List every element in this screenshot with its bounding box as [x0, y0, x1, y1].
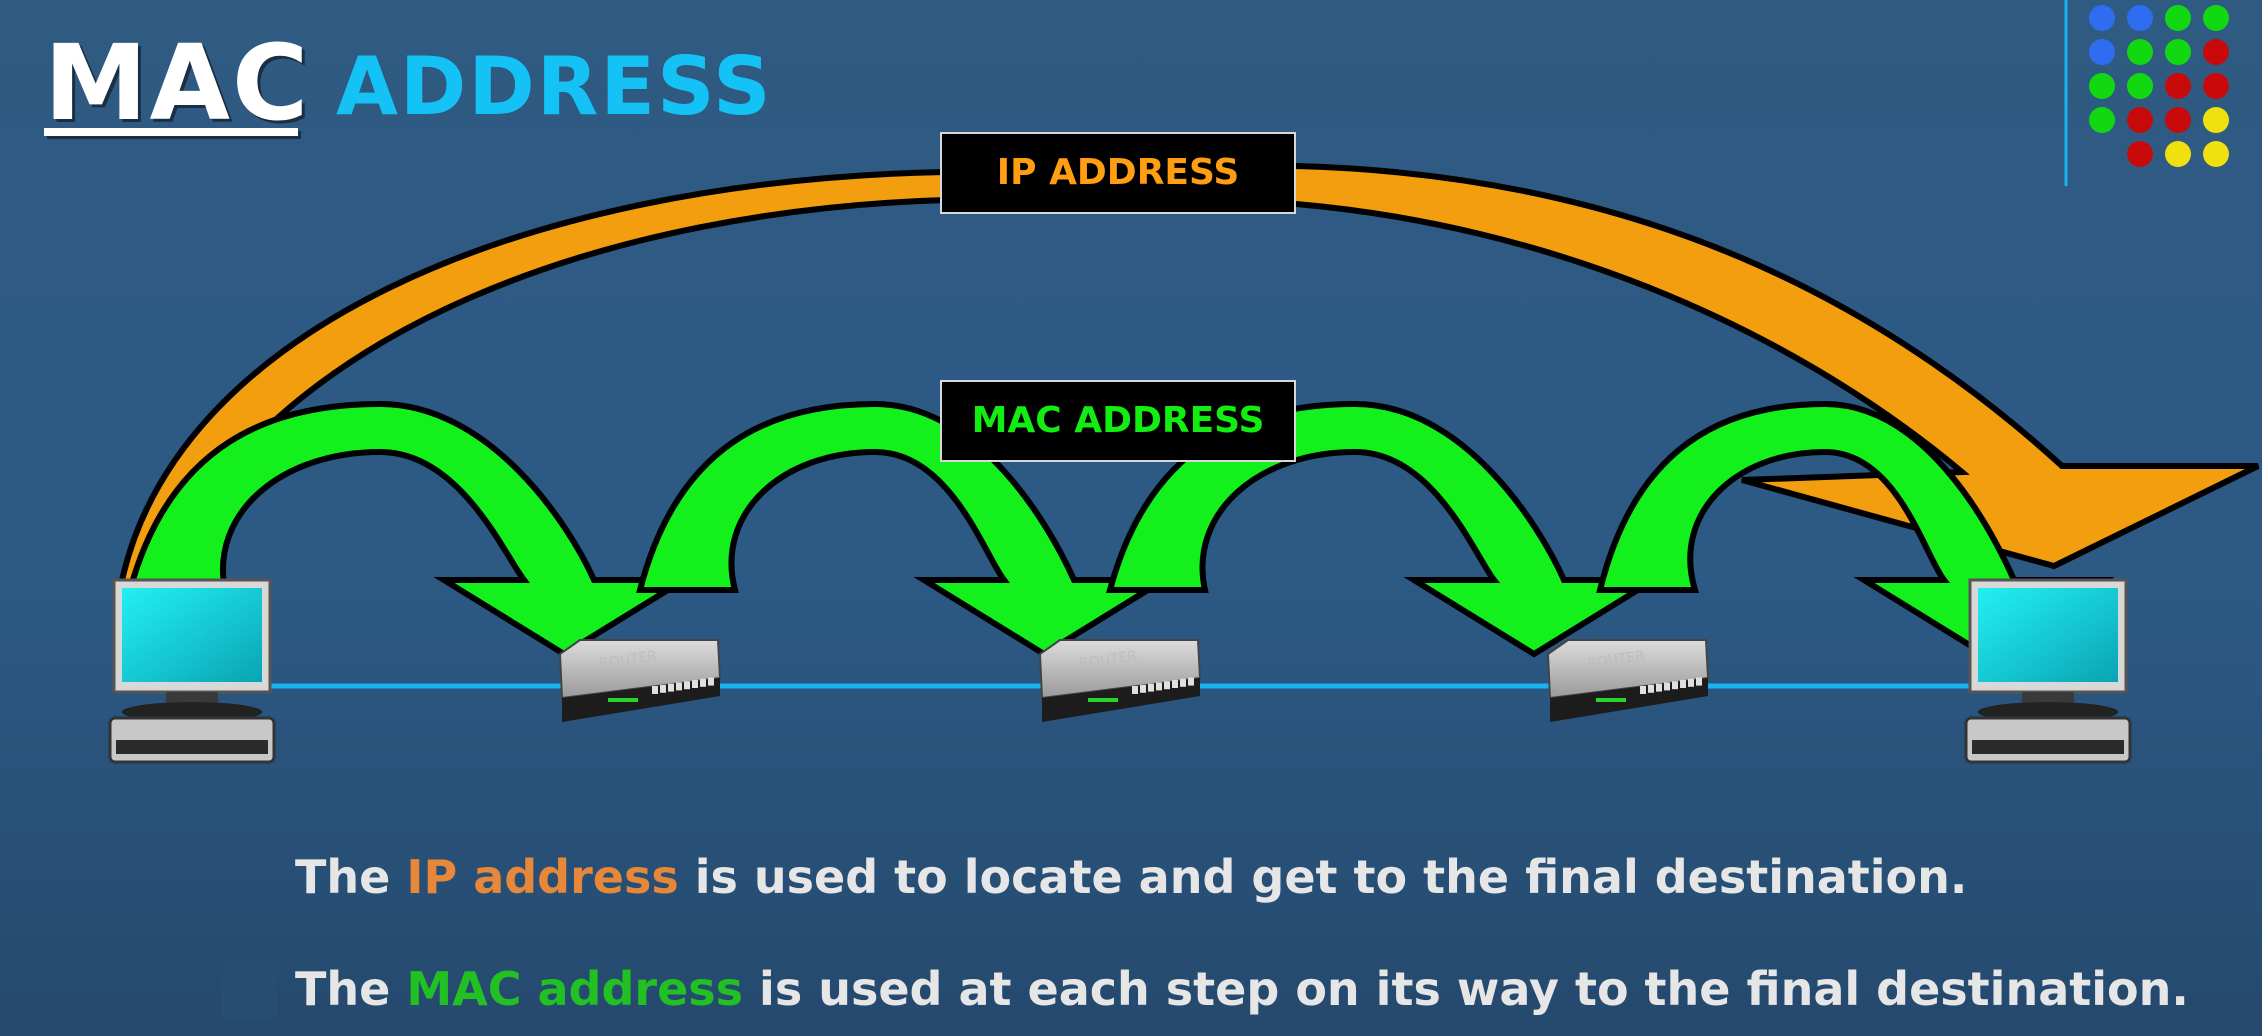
router-port [660, 684, 666, 693]
router-led [1088, 698, 1118, 702]
caption-ip-suffix: is used to locate and get to the final d… [678, 850, 1968, 904]
router-port [684, 681, 690, 690]
corner-dot [2089, 107, 2115, 133]
router-port [692, 680, 698, 688]
mac-address-label: MAC ADDRESS [940, 380, 1296, 462]
router-port [1664, 682, 1670, 691]
corner-dot [2127, 141, 2153, 167]
router-port [1132, 686, 1138, 694]
caption-ip-highlight: IP address [406, 850, 679, 904]
corner-dot [2203, 107, 2229, 133]
corner-dot [2203, 5, 2229, 31]
source-computer [108, 578, 276, 764]
router-icon: ROUTER [558, 639, 722, 722]
corner-dot [2127, 73, 2153, 99]
title-underline [44, 128, 298, 136]
router-port [1156, 682, 1162, 691]
corner-dot [2127, 107, 2153, 133]
router-icon: ROUTER [1546, 639, 1710, 722]
router-port [1696, 677, 1702, 686]
router-port [668, 683, 674, 692]
corner-dot [2089, 5, 2115, 31]
router-port [1148, 683, 1154, 692]
router-port [1648, 684, 1654, 693]
corner-dot [2165, 39, 2191, 65]
router-port [1640, 686, 1646, 694]
router-port [1164, 681, 1170, 690]
caption-ip-prefix: The [295, 850, 407, 904]
mac-hop-arrow [636, 400, 1175, 658]
corner-dot [2203, 39, 2229, 65]
ip-arrow [116, 162, 2260, 593]
router-port [1140, 684, 1146, 693]
router-port [1688, 678, 1694, 687]
corner-dot [2127, 39, 2153, 65]
router-body [1546, 639, 1710, 700]
router-body [558, 639, 722, 700]
router-port [676, 682, 682, 691]
corner-dot [2165, 141, 2191, 167]
router-port [652, 686, 658, 694]
router-port [1672, 681, 1678, 690]
routers: ROUTER ROUTER ROUTER [558, 639, 1710, 722]
corner-dot [2203, 73, 2229, 99]
destination-computer [1964, 578, 2132, 764]
corner-dot [2089, 39, 2115, 65]
mac-hop-arrow [126, 400, 695, 658]
router-port [708, 677, 714, 686]
page-subtitle: ADDRESS [336, 40, 773, 133]
corner-dot [2165, 73, 2191, 99]
router-led [1596, 698, 1626, 702]
router-port [1188, 677, 1194, 686]
router-icon: ROUTER [1038, 639, 1202, 722]
router-led [608, 698, 638, 702]
router-port [1172, 680, 1178, 688]
caption-ip: The IP address is used to locate and get… [295, 850, 1967, 908]
router-body [1038, 639, 1202, 700]
ip-address-label: IP ADDRESS [940, 132, 1296, 214]
caption-mac-suffix: is used at each step on its way to the f… [743, 962, 2189, 1016]
router-port [700, 678, 706, 687]
corner-dot [2089, 73, 2115, 99]
router-port [1180, 678, 1186, 687]
caption-mac-prefix: The [295, 962, 407, 1016]
corner-dot-grid [2089, 5, 2229, 167]
faded-icon [222, 962, 278, 1018]
router-port [1656, 683, 1662, 692]
corner-dot [2203, 141, 2229, 167]
corner-dot [2127, 5, 2153, 31]
corner-dot [2165, 5, 2191, 31]
router-port [1680, 680, 1686, 688]
page-title: MAC [44, 22, 311, 144]
caption-mac-highlight: MAC address [406, 962, 744, 1016]
corner-dot [2165, 107, 2191, 133]
